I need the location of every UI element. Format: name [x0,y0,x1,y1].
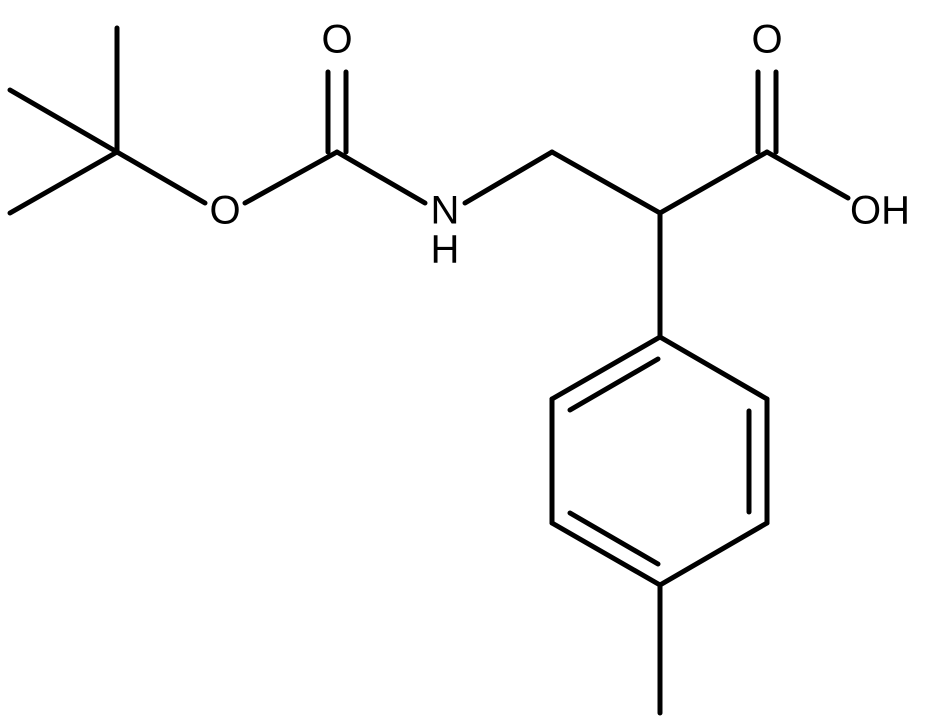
acid-carbonyl-oxygen-label: O [751,18,782,62]
ester-oxygen-label: O [209,189,240,233]
ring-bond-6 [549,334,663,402]
bond-acid-carbon-to-hydroxyl [764,149,851,201]
boc-carbonyl-oxygen-label: O [321,18,352,62]
bond-nitrogen-to-ch2 [462,149,555,206]
ring-inner-double-bottom-left [567,510,661,567]
bond-ch-to-acid-carbon [657,149,770,216]
amine-hydrogen-label: H [431,228,460,272]
bond-tbu-methyl-left-lower [7,149,120,216]
bond-ch2-to-ch [549,149,663,216]
bond-carbonyl-to-nitrogen [334,149,428,206]
ring-bond-4 [549,520,663,588]
ring-bond-1 [657,334,770,402]
bond-tbu-methyl-left-upper [7,87,120,155]
bond-ester-oxygen-to-carbonyl [242,149,340,206]
hydroxyl-label: OH [850,189,910,233]
amine-nitrogen-label: N [431,189,460,233]
ring-inner-double-top-left [567,356,661,413]
bond-tbu-to-ester-oxygen [114,149,208,206]
ring-bond-3 [657,520,770,588]
